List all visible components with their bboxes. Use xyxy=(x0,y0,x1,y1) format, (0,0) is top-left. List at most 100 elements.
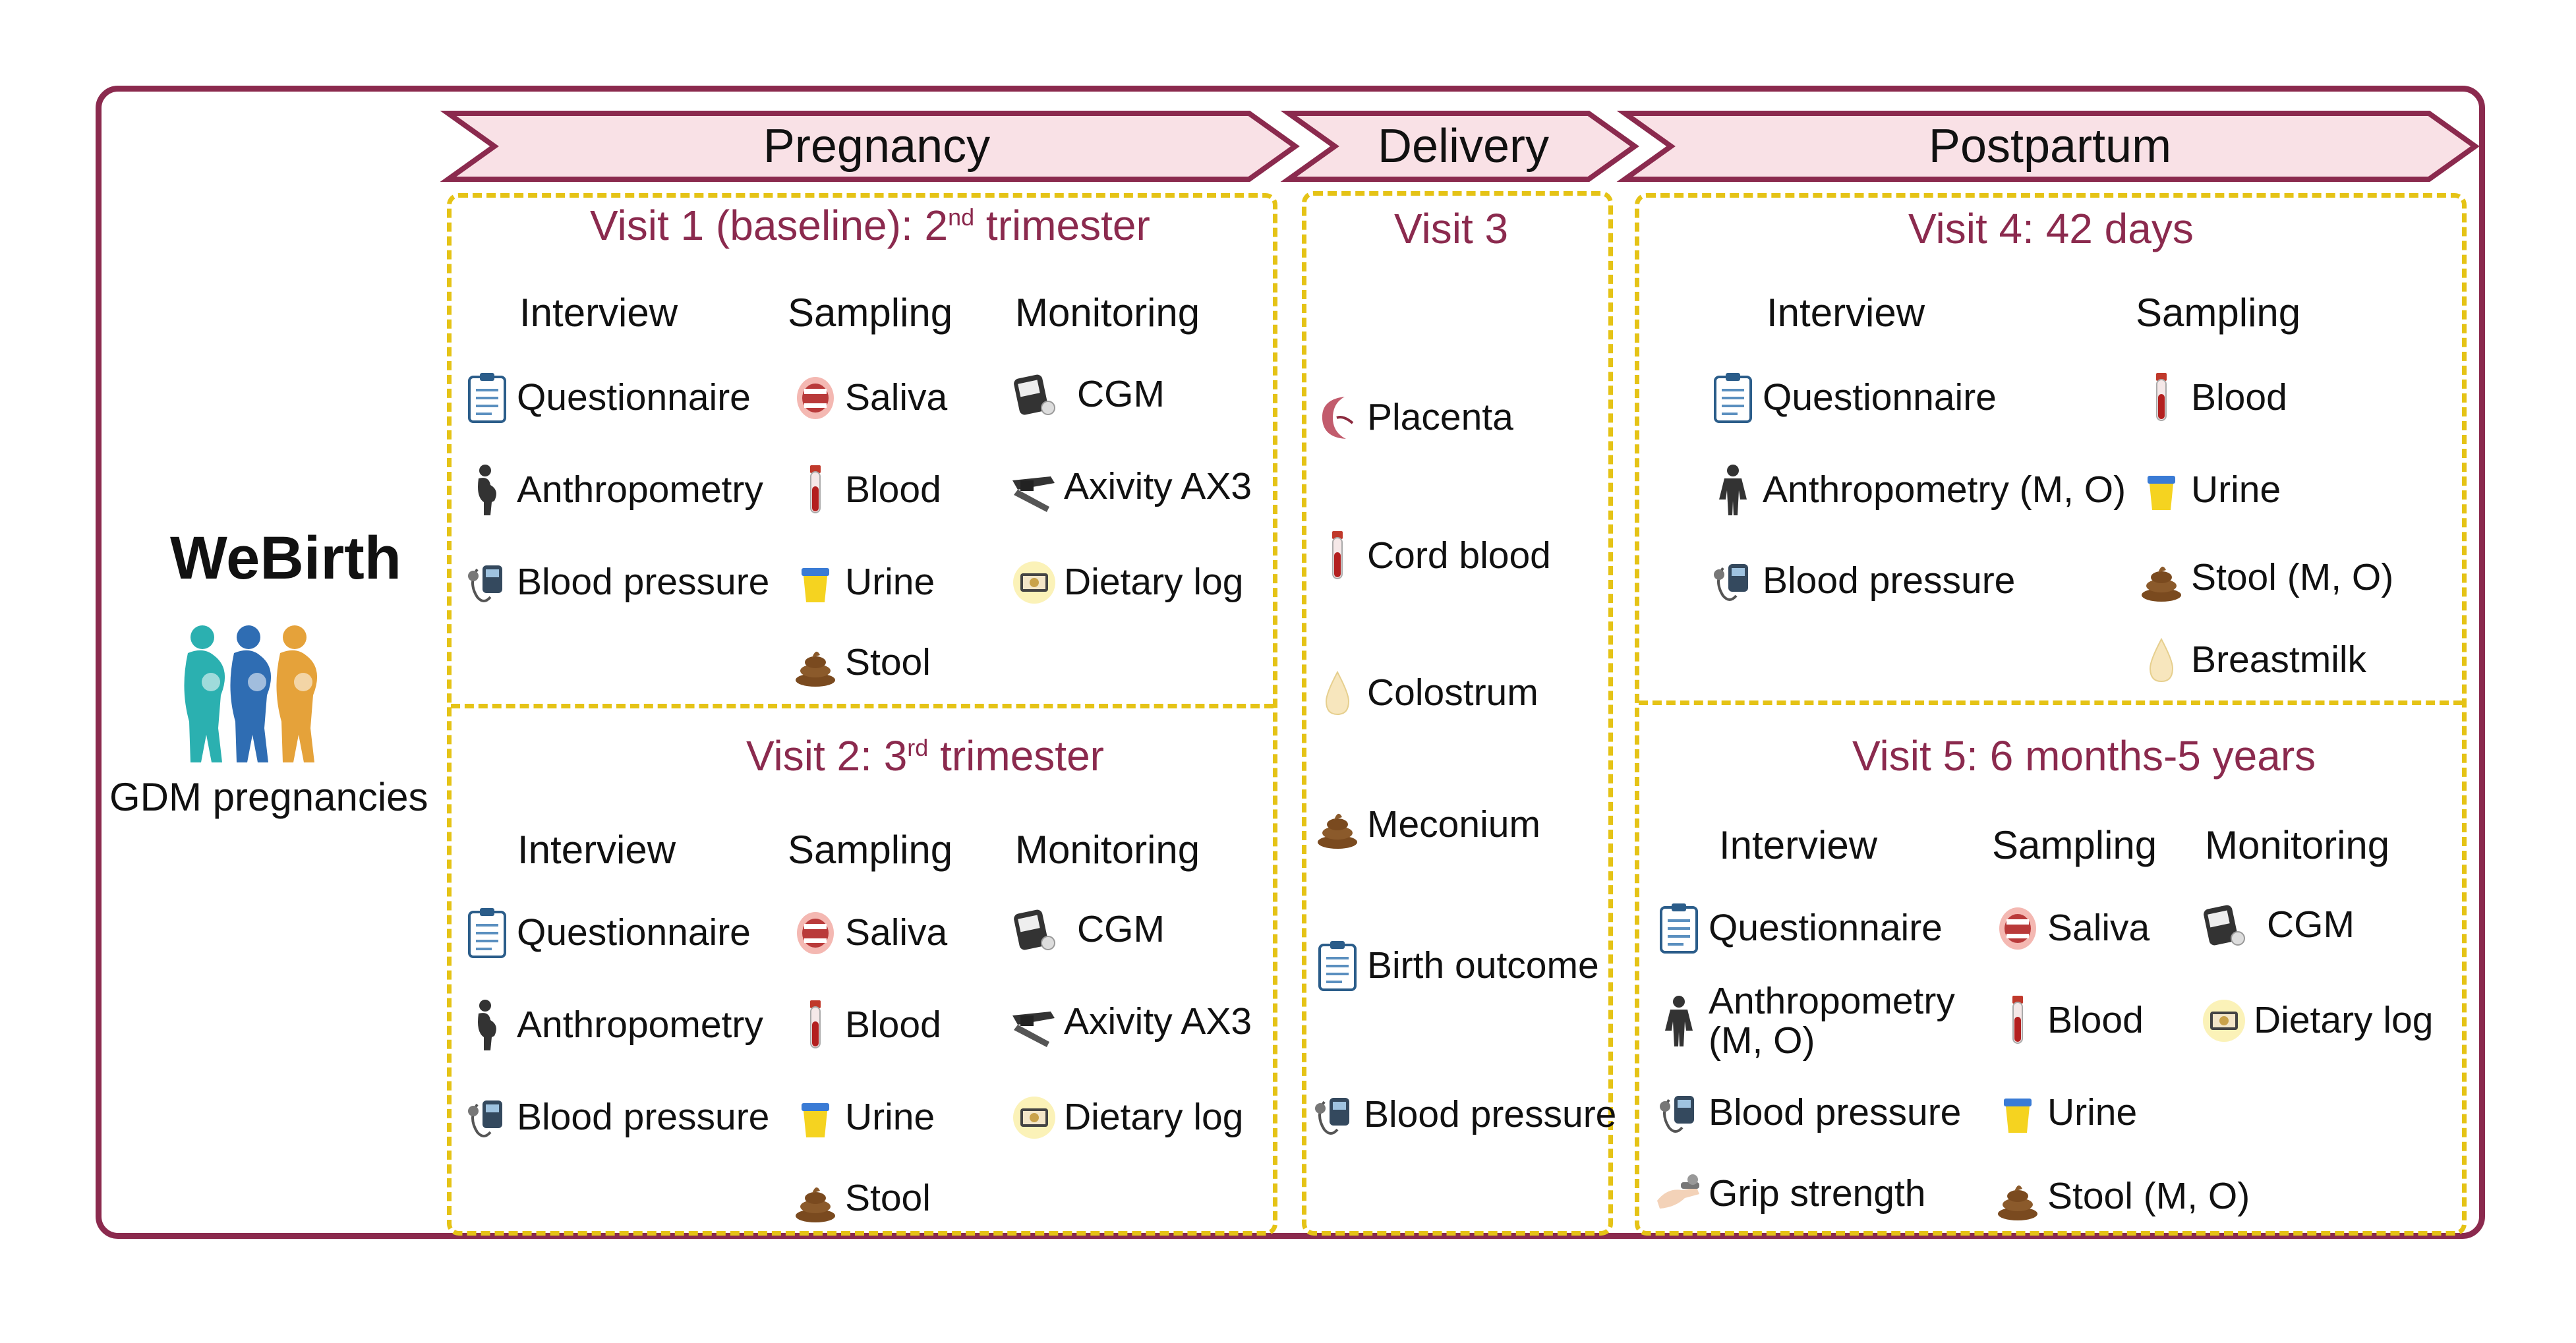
visit3-colostrum: Colostrum xyxy=(1312,664,1538,722)
visit5-blood: Blood xyxy=(1992,992,2144,1050)
visit4-urine: Urine xyxy=(2136,461,2281,519)
person-icon xyxy=(1707,461,1759,519)
dietary-log-phone-icon xyxy=(1009,554,1060,612)
blood-pressure-monitor-icon xyxy=(1308,1086,1360,1144)
visit2-stool: Stool xyxy=(790,1170,931,1228)
mouth-icon xyxy=(790,369,841,427)
visit4-anthropometry: Anthropometry (M, O) xyxy=(1707,461,2126,519)
axivity-wristband-icon xyxy=(1009,993,1060,1051)
visit5-interview-heading: Interview xyxy=(1719,823,1878,867)
visit3-meconium: Meconium xyxy=(1312,796,1540,854)
milk-drop-icon xyxy=(1312,664,1363,722)
milk-drop-icon xyxy=(2136,631,2187,689)
pregnant-woman-icon xyxy=(461,461,513,519)
visit1-dietary-log: Dietary log xyxy=(1009,554,1243,612)
visit4-sampling-heading: Sampling xyxy=(2136,291,2301,335)
phase-label-delivery: Delivery xyxy=(1377,120,1550,173)
visit1-stool: Stool xyxy=(790,634,931,692)
visit4-title: Visit 4: 42 days xyxy=(1908,205,2194,252)
dietary-log-phone-icon xyxy=(1009,1089,1060,1147)
visit1-axivity: Axivity AX3 xyxy=(1009,458,1252,516)
visit2-urine: Urine xyxy=(790,1089,935,1147)
stool-icon xyxy=(790,634,841,692)
blood-tube-icon xyxy=(790,461,841,519)
pregnant-woman-icon xyxy=(461,996,513,1054)
visit5-questionnaire: Questionnaire xyxy=(1653,900,1943,957)
visit2-sampling-heading: Sampling xyxy=(788,828,953,872)
visit3-title: Visit 3 xyxy=(1394,205,1509,252)
visit5-stool: Stool (M, O) xyxy=(1992,1168,2250,1226)
visit1-blood-pressure: Blood pressure xyxy=(461,554,769,612)
blood-tube-icon xyxy=(2136,369,2187,427)
cgm-device-icon xyxy=(1009,901,1060,959)
blood-pressure-monitor-icon xyxy=(1653,1084,1705,1142)
visit4-stool: Stool (M, O) xyxy=(2136,549,2393,607)
study-frame xyxy=(96,86,2485,1239)
visit1-blood: Blood xyxy=(790,461,941,519)
visit2-saliva: Saliva xyxy=(790,904,947,962)
visit1-title: Visit 1 (baseline): 2nd trimester xyxy=(590,202,1150,249)
visit4-blood: Blood xyxy=(2136,369,2287,427)
blood-pressure-monitor-icon xyxy=(461,554,513,612)
visit1-anthropometry: Anthropometry xyxy=(461,461,763,519)
visit2-questionnaire: Questionnaire xyxy=(461,904,751,962)
visit1-saliva: Saliva xyxy=(790,369,947,427)
person-icon xyxy=(1653,992,1705,1050)
stool-icon xyxy=(790,1170,841,1228)
visit1-urine: Urine xyxy=(790,554,935,612)
visit5-monitoring-heading: Monitoring xyxy=(2205,823,2390,867)
delivery-visit-box xyxy=(1302,191,1613,1236)
visit1-monitoring-heading: Monitoring xyxy=(1015,291,1200,335)
visit1-questionnaire: Questionnaire xyxy=(461,369,751,427)
visit3-placenta: Placenta xyxy=(1312,389,1513,447)
study-name: WeBirth xyxy=(170,525,401,592)
visit1-visit2-divider xyxy=(451,704,1273,708)
visit5-grip-strength: Grip strength xyxy=(1653,1165,1925,1223)
visit1-interview-heading: Interview xyxy=(519,291,678,335)
visit3-blood-pressure: Blood pressure xyxy=(1308,1086,1616,1144)
visit2-cgm: CGM xyxy=(1009,901,1165,959)
stool-icon xyxy=(2136,549,2187,607)
questionnaire-icon xyxy=(1707,369,1759,427)
phase-label-pregnancy: Pregnancy xyxy=(763,120,991,173)
blood-pressure-monitor-icon xyxy=(1707,552,1759,610)
visit4-blood-pressure: Blood pressure xyxy=(1707,552,2015,610)
visit2-dietary-log: Dietary log xyxy=(1009,1089,1243,1147)
cgm-device-icon xyxy=(2198,896,2250,954)
placenta-icon xyxy=(1312,389,1363,447)
urine-cup-icon xyxy=(790,1089,841,1147)
visit5-title: Visit 5: 6 months-5 years xyxy=(1852,732,2316,780)
visit5-saliva: Saliva xyxy=(1992,900,2150,957)
visit4-visit5-divider xyxy=(1639,700,2463,705)
blood-tube-icon xyxy=(790,996,841,1054)
questionnaire-icon xyxy=(461,904,513,962)
stool-icon xyxy=(1992,1168,2043,1226)
mouth-icon xyxy=(790,904,841,962)
questionnaire-icon xyxy=(1312,937,1363,995)
visit2-axivity: Axivity AX3 xyxy=(1009,993,1252,1051)
visit4-breastmilk: Breastmilk xyxy=(2136,631,2366,689)
visit2-interview-heading: Interview xyxy=(517,828,676,872)
blood-tube-icon xyxy=(1312,527,1363,585)
visit1-cgm: CGM xyxy=(1009,366,1165,424)
visit5-sampling-heading: Sampling xyxy=(1992,823,2157,867)
visit3-cord-blood: Cord blood xyxy=(1312,527,1551,585)
stool-icon xyxy=(1312,796,1363,854)
visit5-dietary-log: Dietary log xyxy=(2198,992,2433,1050)
dietary-log-phone-icon xyxy=(2198,992,2250,1050)
visit2-title: Visit 2: 3rd trimester xyxy=(746,732,1104,780)
urine-cup-icon xyxy=(1992,1084,2043,1142)
visit5-urine: Urine xyxy=(1992,1084,2137,1142)
visit4-questionnaire: Questionnaire xyxy=(1707,369,1997,427)
cgm-device-icon xyxy=(1009,366,1060,424)
visit5-anthropometry: Anthropometry (M, O) xyxy=(1653,981,1959,1061)
visit1-sampling-heading: Sampling xyxy=(788,291,953,335)
questionnaire-icon xyxy=(1653,900,1705,957)
blood-pressure-monitor-icon xyxy=(461,1089,513,1147)
urine-cup-icon xyxy=(2136,461,2187,519)
visit3-birth-outcome: Birth outcome xyxy=(1312,937,1599,995)
grip-dynamometer-icon xyxy=(1653,1165,1705,1223)
visit5-blood-pressure: Blood pressure xyxy=(1653,1084,1961,1142)
visit2-monitoring-heading: Monitoring xyxy=(1015,828,1200,872)
visit5-cgm: CGM xyxy=(2198,896,2355,954)
